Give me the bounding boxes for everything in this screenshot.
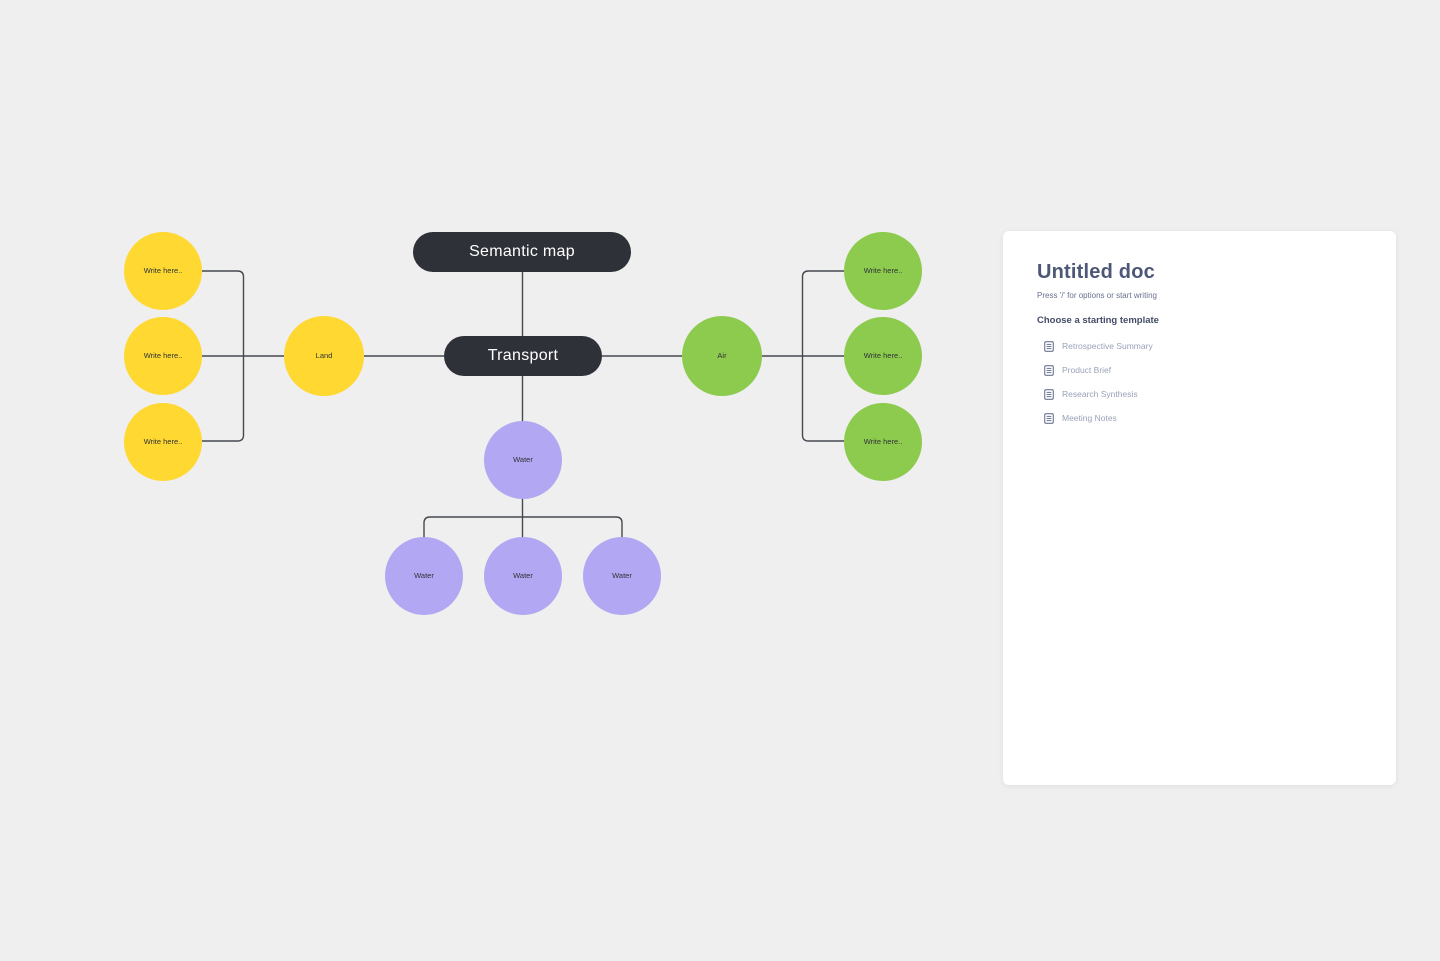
template-item-label: Meeting Notes <box>1062 413 1117 423</box>
document-lines-icon <box>1044 340 1054 352</box>
node-land-child-3[interactable]: Write here.. <box>124 403 202 481</box>
node-air-child-3-label: Write here.. <box>863 437 903 447</box>
document-lines-icon <box>1044 364 1054 376</box>
node-water-child-3[interactable]: Water <box>583 537 661 615</box>
doc-panel[interactable]: Untitled doc Press '/' for options or st… <box>1003 231 1396 785</box>
node-land-child-1[interactable]: Write here.. <box>124 232 202 310</box>
node-air-label: Air <box>717 351 727 361</box>
node-water-label: Water <box>513 455 533 465</box>
node-air-child-2-label: Write here.. <box>863 351 903 361</box>
node-air-child-1-label: Write here.. <box>863 266 903 276</box>
node-transport-label: Transport <box>487 347 559 364</box>
node-land-child-2[interactable]: Write here.. <box>124 317 202 395</box>
node-water-child-2[interactable]: Water <box>484 537 562 615</box>
document-lines-icon <box>1044 388 1054 400</box>
node-land-child-3-label: Write here.. <box>143 437 183 447</box>
node-semantic-map[interactable]: Semantic map <box>413 232 631 272</box>
template-item-label: Retrospective Summary <box>1062 341 1153 351</box>
template-list: Retrospective Summary Product Brief <box>1037 334 1366 430</box>
node-land-child-1-label: Write here.. <box>143 266 183 276</box>
doc-placeholder[interactable]: Press '/' for options or start writing <box>1037 291 1157 300</box>
node-air[interactable]: Air <box>682 316 762 396</box>
node-land-label: Land <box>315 351 333 361</box>
template-item-label: Product Brief <box>1062 365 1112 375</box>
template-item-research-synthesis[interactable]: Research Synthesis <box>1037 382 1366 406</box>
node-water-child-3-label: Water <box>612 571 632 581</box>
node-air-child-1[interactable]: Write here.. <box>844 232 922 310</box>
template-item-product-brief[interactable]: Product Brief <box>1037 358 1366 382</box>
node-water[interactable]: Water <box>484 421 562 499</box>
connector-water-children-bracket <box>423 516 623 537</box>
template-item-retrospective-summary[interactable]: Retrospective Summary <box>1037 334 1366 358</box>
template-item-meeting-notes[interactable]: Meeting Notes <box>1037 406 1366 430</box>
node-air-child-2[interactable]: Write here.. <box>844 317 922 395</box>
node-semantic-map-label: Semantic map <box>469 243 575 260</box>
node-air-child-3[interactable]: Write here.. <box>844 403 922 481</box>
node-transport[interactable]: Transport <box>444 336 602 376</box>
node-water-child-2-label: Water <box>513 571 533 581</box>
document-lines-icon <box>1044 412 1054 424</box>
templates-heading: Choose a starting template <box>1037 315 1159 326</box>
node-land[interactable]: Land <box>284 316 364 396</box>
template-item-label: Research Synthesis <box>1062 389 1138 399</box>
node-water-child-1-label: Water <box>414 571 434 581</box>
node-water-child-1[interactable]: Water <box>385 537 463 615</box>
node-land-child-2-label: Write here.. <box>143 351 183 361</box>
doc-title[interactable]: Untitled doc <box>1037 261 1155 283</box>
